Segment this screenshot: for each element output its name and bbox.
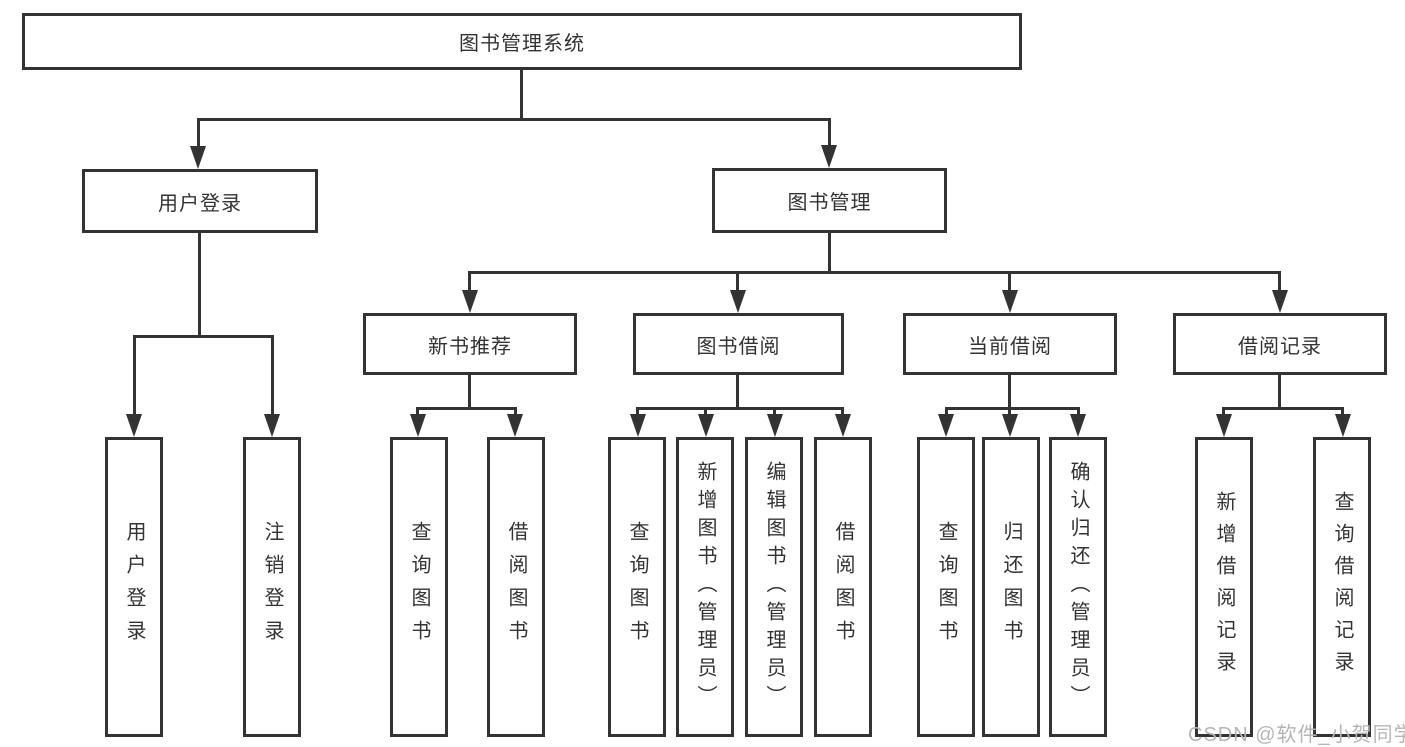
connector-line — [828, 118, 831, 150]
arrow-down-icon — [126, 414, 142, 437]
connector-line — [828, 233, 831, 273]
leaf-query-books-2-label: 查询图书 — [626, 521, 648, 653]
connector-line — [468, 375, 471, 409]
node-book-management: 图书管理 — [712, 168, 947, 233]
leaf-return-books: 归还图书 — [982, 437, 1040, 737]
leaf-query-books-1-label: 查询图书 — [408, 521, 430, 653]
node-new-book-recommend-label: 新书推荐 — [428, 335, 512, 358]
connector-line — [1222, 407, 1344, 410]
connector-line — [1077, 407, 1080, 416]
node-current-borrowing: 当前借阅 — [903, 313, 1117, 375]
connector-line — [1278, 271, 1281, 293]
node-root-label: 图书管理系统 — [459, 33, 585, 55]
leaf-add-borrow-record-label: 新增借阅记录 — [1213, 491, 1235, 683]
leaf-confirm-return-admin-label: 确认归还（管理员） — [1067, 461, 1089, 713]
leaf-edit-books-admin: 编辑图书（管理员） — [745, 437, 803, 737]
connector-line — [520, 69, 523, 118]
leaf-add-books-admin: 新增图书（管理员） — [676, 437, 734, 737]
arrow-down-icon — [938, 414, 954, 437]
connector-line — [468, 271, 471, 293]
arrow-down-icon — [1335, 414, 1351, 437]
node-new-book-recommend: 新书推荐 — [363, 313, 577, 375]
connector-line — [1008, 375, 1011, 409]
leaf-user-login: 用户登录 — [105, 437, 163, 737]
arrow-down-icon — [1216, 414, 1232, 437]
connector-line — [1008, 271, 1011, 293]
node-user-login-label: 用户登录 — [158, 192, 242, 215]
leaf-borrow-books-2-label: 借阅图书 — [832, 521, 854, 653]
node-book-borrowing: 图书借阅 — [633, 313, 844, 375]
leaf-confirm-return-admin: 确认归还（管理员） — [1049, 437, 1107, 737]
connector-line — [514, 407, 517, 416]
connector-line — [468, 271, 1281, 274]
leaf-query-books-3-label: 查询图书 — [935, 521, 957, 653]
leaf-query-books-1: 查询图书 — [390, 437, 448, 737]
arrow-down-icon — [1070, 414, 1086, 437]
connector-line — [636, 407, 844, 410]
connector-line — [841, 407, 844, 416]
leaf-edit-books-admin-label: 编辑图书（管理员） — [763, 461, 785, 713]
node-user-login: 用户登录 — [82, 169, 318, 233]
connector-line — [271, 335, 274, 416]
connector-line — [1222, 407, 1225, 416]
arrow-down-icon — [835, 414, 851, 437]
leaf-borrow-books-2: 借阅图书 — [814, 437, 872, 737]
leaf-query-books-3: 查询图书 — [917, 437, 975, 737]
connector-line — [1278, 375, 1281, 409]
connector-line — [197, 118, 831, 121]
connector-line — [736, 375, 739, 409]
connector-line — [133, 335, 136, 416]
node-current-borrowing-label: 当前借阅 — [968, 335, 1052, 358]
arrow-down-icon — [462, 290, 478, 313]
leaf-query-books-2: 查询图书 — [608, 437, 666, 737]
connector-line — [133, 335, 274, 338]
leaf-query-borrow-record-label: 查询借阅记录 — [1331, 491, 1353, 683]
csdn-watermark: CSDN @软件_小贺同学 — [1188, 724, 1405, 746]
connector-line — [197, 118, 200, 150]
node-borrow-records: 借阅记录 — [1173, 313, 1387, 375]
connector-line — [773, 407, 776, 416]
arrow-down-icon — [264, 414, 280, 437]
leaf-user-login-label: 用户登录 — [123, 521, 145, 653]
node-root: 图书管理系统 — [22, 13, 1022, 70]
arrow-down-icon — [821, 145, 837, 168]
connector-line — [198, 233, 201, 336]
leaf-query-borrow-record: 查询借阅记录 — [1313, 437, 1371, 737]
connector-line — [945, 407, 948, 416]
leaf-logout: 注销登录 — [243, 437, 301, 737]
arrow-down-icon — [1002, 290, 1018, 313]
leaf-add-borrow-record: 新增借阅记录 — [1195, 437, 1253, 737]
arrow-down-icon — [730, 290, 746, 313]
connector-line — [945, 407, 1080, 410]
node-borrow-records-label: 借阅记录 — [1238, 335, 1322, 358]
leaf-return-books-label: 归还图书 — [1000, 521, 1022, 653]
connector-line — [704, 407, 707, 416]
arrow-down-icon — [507, 414, 523, 437]
connector-line — [416, 407, 517, 410]
node-book-borrowing-label: 图书借阅 — [696, 335, 781, 358]
arrow-down-icon — [630, 414, 646, 437]
connector-line — [636, 407, 639, 416]
arrow-down-icon — [410, 414, 426, 437]
node-book-management-label: 图书管理 — [787, 192, 872, 214]
arrow-down-icon — [767, 414, 783, 437]
leaf-add-books-admin-label: 新增图书（管理员） — [694, 461, 716, 713]
arrow-down-icon — [190, 146, 206, 169]
arrow-down-icon — [698, 414, 714, 437]
arrow-down-icon — [1272, 290, 1288, 313]
leaf-borrow-books-1-label: 借阅图书 — [505, 521, 527, 653]
connector-line — [1341, 407, 1344, 416]
leaf-logout-label: 注销登录 — [261, 521, 283, 653]
connector-line — [1008, 407, 1011, 416]
arrow-down-icon — [1002, 414, 1018, 437]
connector-line — [416, 407, 419, 416]
leaf-borrow-books-1: 借阅图书 — [487, 437, 545, 737]
connector-line — [736, 271, 739, 293]
